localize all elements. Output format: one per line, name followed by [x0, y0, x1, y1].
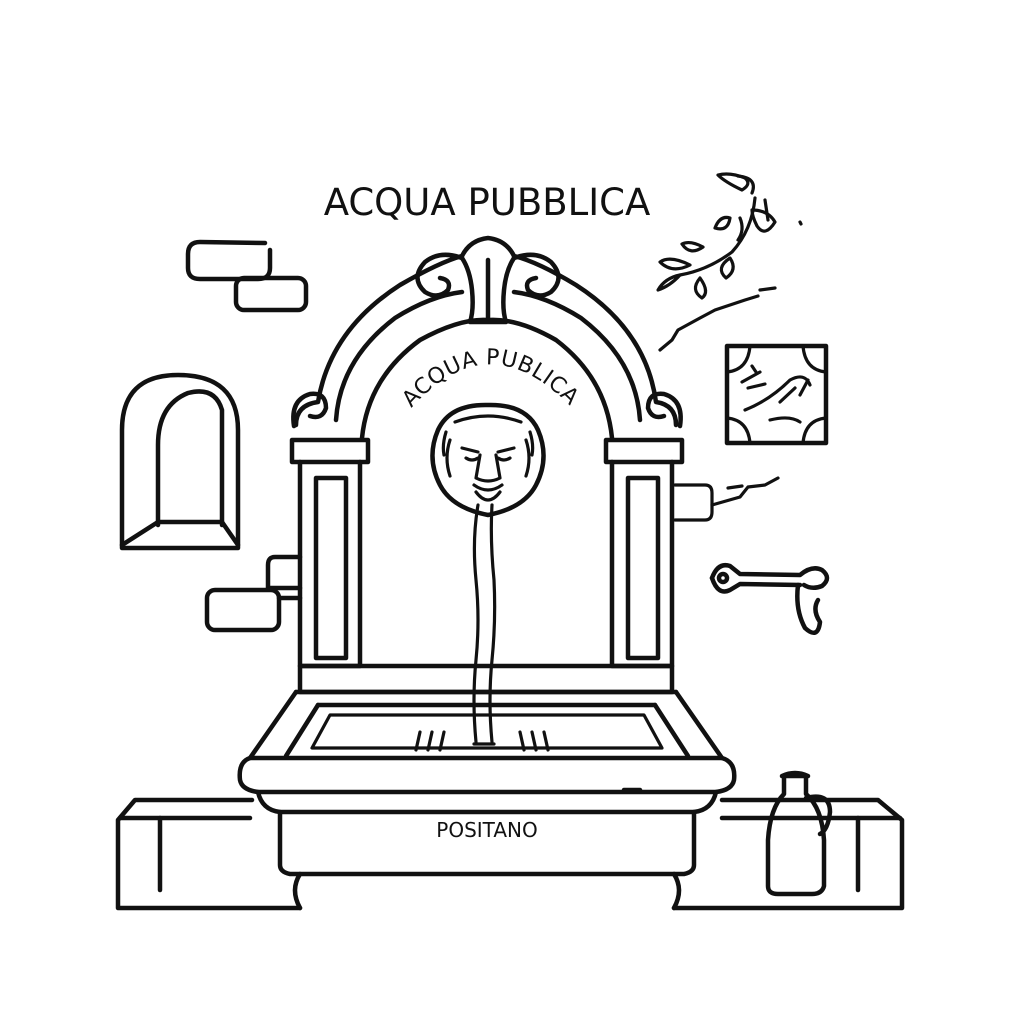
wall-cracks-right	[658, 286, 780, 522]
wall-bricks-mid-left	[204, 554, 303, 633]
title: ACQUA PUBBLICA	[324, 181, 651, 224]
fountain-basin	[237, 663, 737, 911]
arched-window	[119, 372, 241, 551]
arch-inscription: ACQUA PUBLICA	[398, 345, 584, 412]
ground-ledge-left	[115, 797, 303, 911]
basin-inscription: POSITANO	[436, 818, 537, 842]
water-jug-icon	[765, 770, 833, 897]
water-stream	[472, 503, 497, 746]
leafy-branch-icon	[656, 172, 803, 300]
right-column	[603, 437, 685, 669]
wall-bracket-icon	[709, 563, 830, 636]
left-column	[289, 437, 371, 669]
decorative-tile-icon	[724, 343, 829, 446]
wall-bricks-top-left	[185, 239, 309, 313]
lion-head-icon	[430, 402, 546, 518]
fountain-arch	[291, 235, 683, 441]
